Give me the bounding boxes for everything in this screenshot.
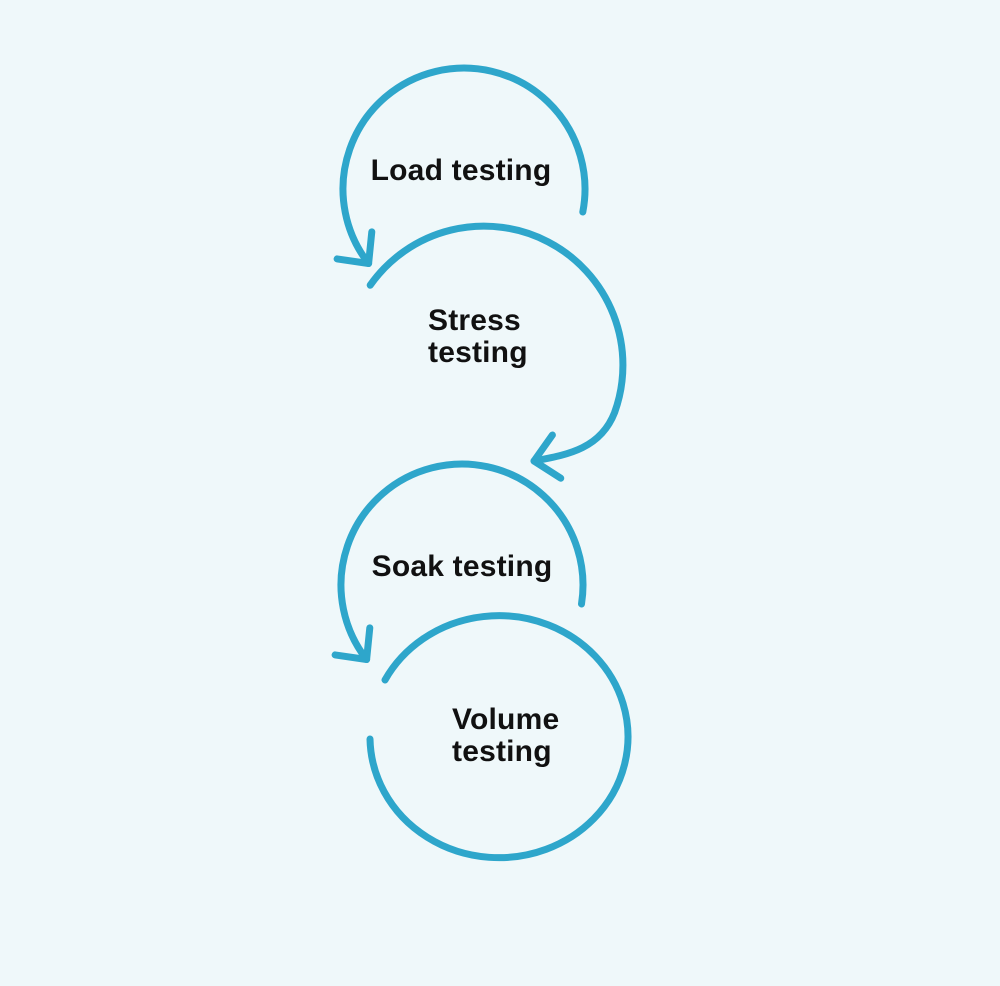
soak-testing-label: Soak testing [372,551,553,583]
volume-testing-loop-arc [366,612,632,862]
volume-testing-label: Volume testing [452,704,559,768]
stress-testing-label-line2: testing [428,336,528,369]
volume-testing-label-line1: Volume [452,703,560,736]
load-testing-label-text: Load testing [370,154,552,187]
load-testing-label: Load testing [371,155,552,187]
stress-testing-loop-arc [366,222,627,482]
soak-testing-label-text: Soak testing [371,550,553,583]
load-testing-loop-arc [333,64,589,267]
stress-testing-label: Stress testing [428,305,528,369]
soak-testing-loop-arc [331,460,587,663]
volume-testing-label-line2: testing [452,735,552,768]
stress-testing-label-line1: Stress [428,304,521,337]
